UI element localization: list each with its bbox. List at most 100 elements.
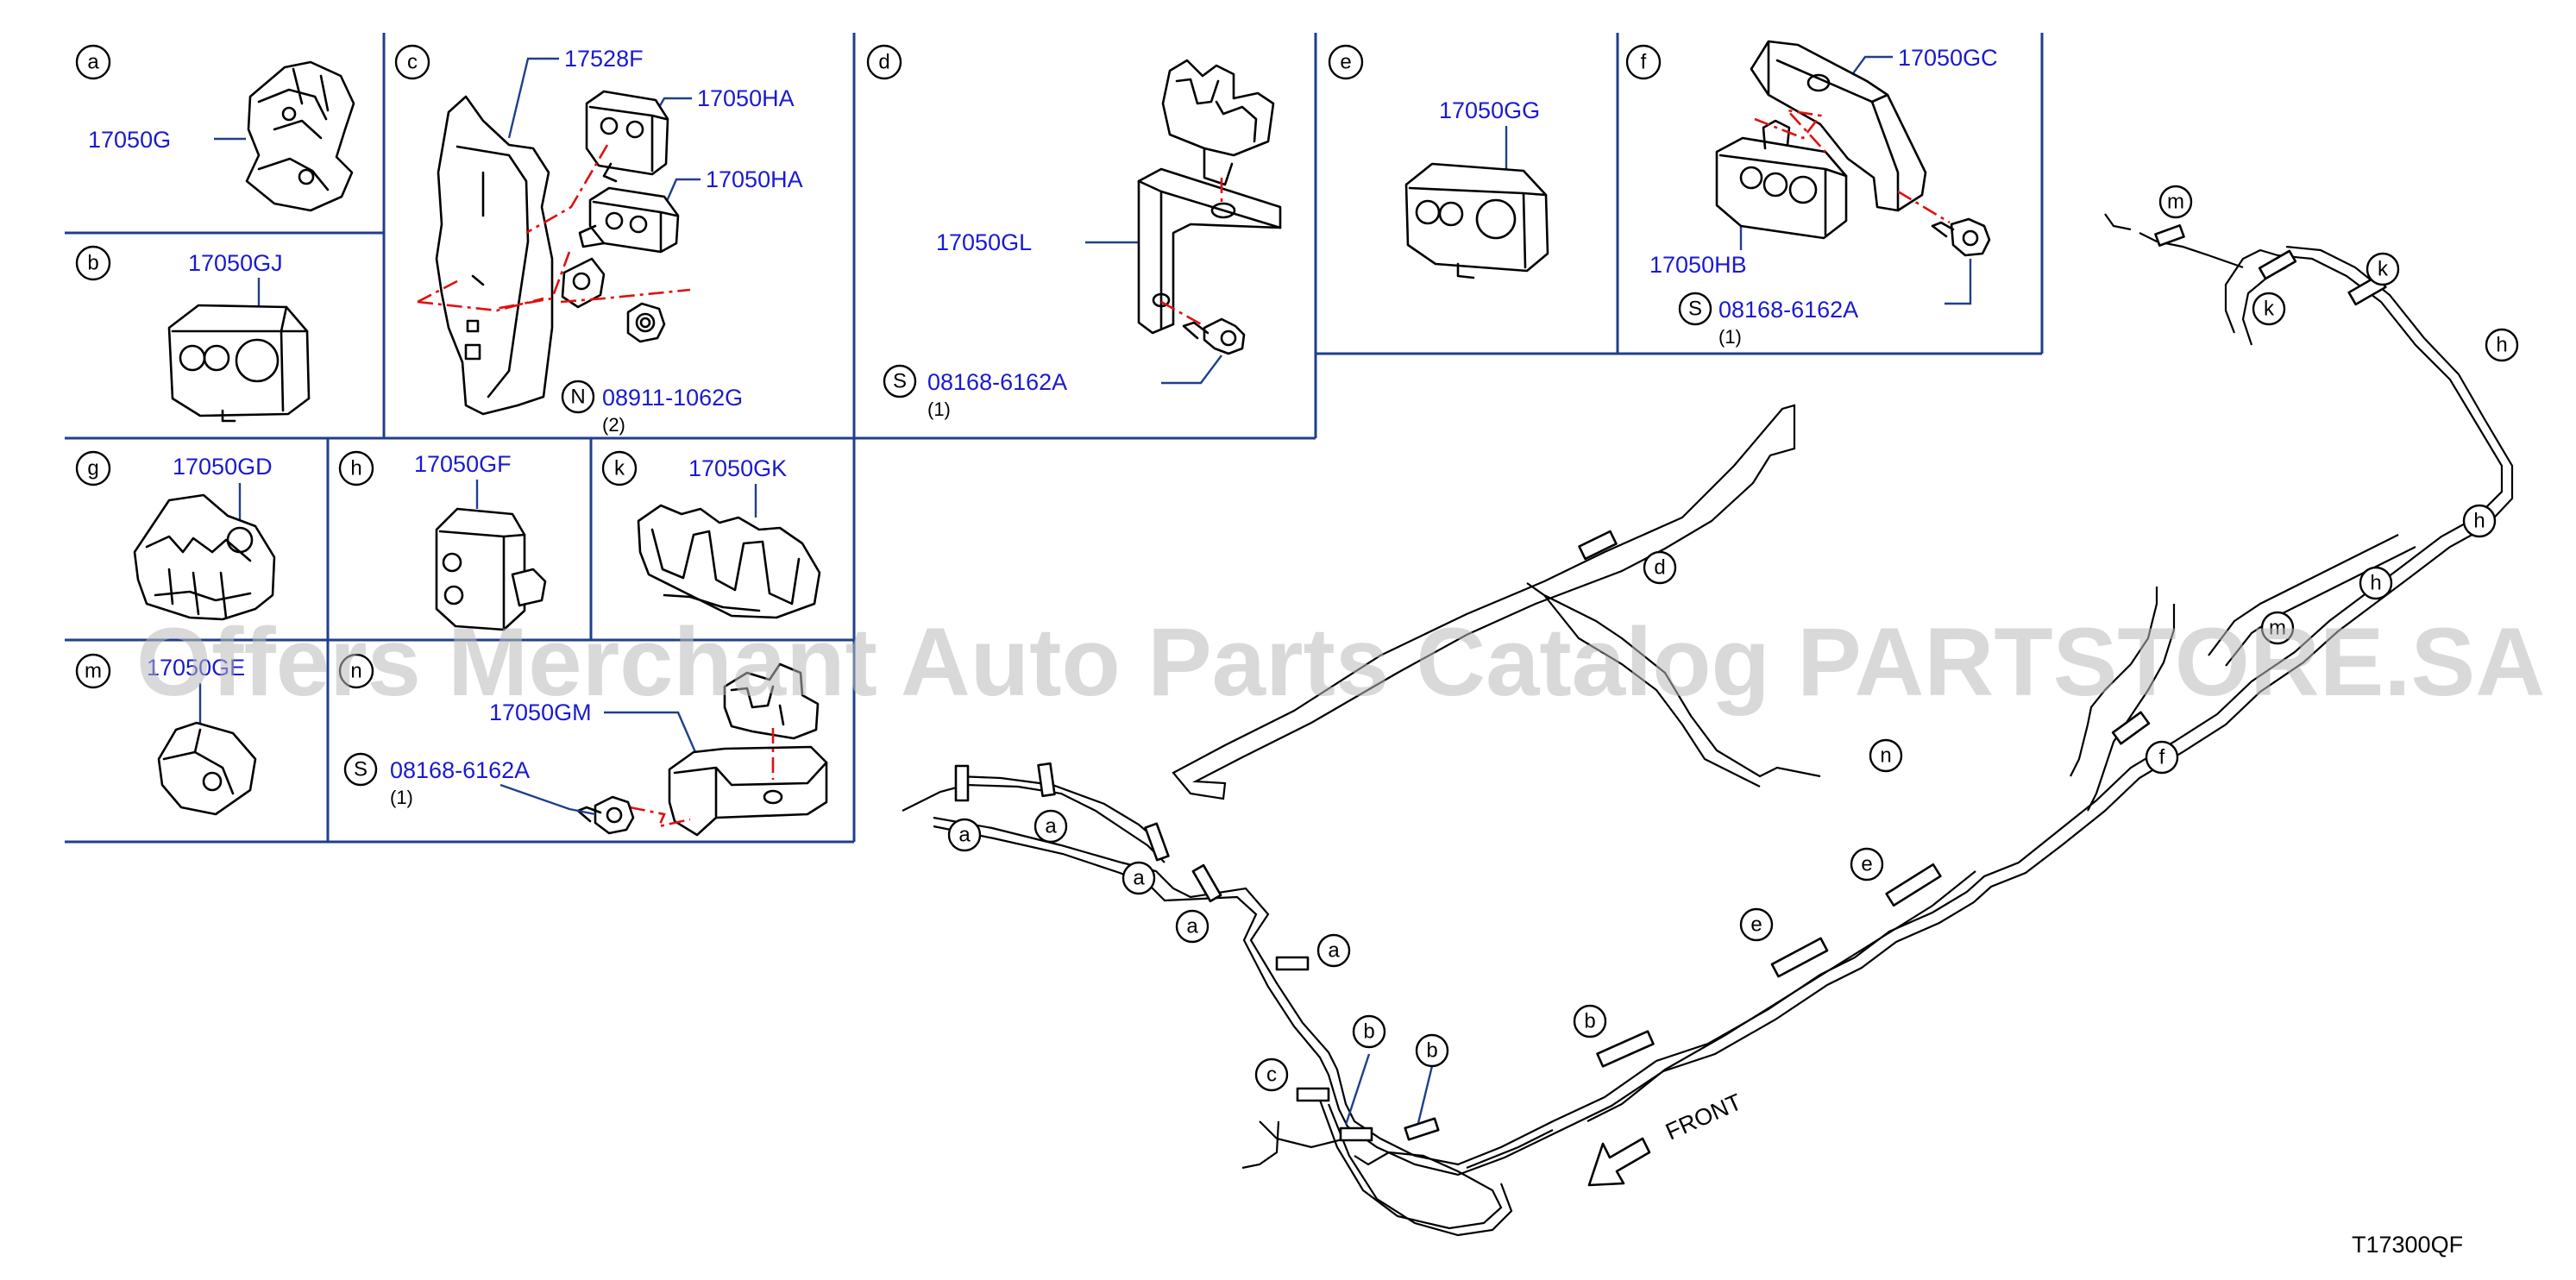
part-number-17050GJ: 17050GJ — [188, 250, 283, 276]
part-number-17050GD: 17050GD — [173, 454, 273, 480]
route-callout-a: a — [1316, 933, 1351, 968]
route-callout-h: h — [2359, 566, 2393, 600]
panel-label-h: h — [338, 450, 374, 486]
route-callout-b: b — [1415, 1033, 1449, 1068]
panel-n: 17050GM S 08168-6162A (1) — [343, 662, 828, 837]
route-callout-k: k — [2366, 252, 2400, 286]
svg-text:a: a — [958, 824, 971, 847]
route-callout-d: d — [1643, 550, 1677, 585]
panel-label-b: b — [75, 245, 111, 281]
panel-c: 17528F 17050HA 17050HA — [417, 46, 803, 436]
svg-text:n: n — [350, 660, 361, 683]
part-number-17050HB: 17050HB — [1649, 252, 1747, 278]
panel-b: 17050GJ — [167, 250, 311, 423]
route-callout-n: n — [1869, 738, 1903, 773]
svg-text:h: h — [350, 457, 361, 480]
clip-17050HB-drawing — [1715, 119, 1848, 240]
svg-text:m: m — [2167, 191, 2184, 214]
panel-grid — [65, 33, 2044, 844]
svg-text:b: b — [87, 252, 98, 275]
panel-e: 17050GG — [1404, 97, 1549, 279]
route-callout-e: e — [1739, 907, 1774, 942]
svg-text:S: S — [354, 758, 368, 781]
part-number-17050HA-1: 17050HA — [697, 85, 795, 111]
clip-17050G-drawing — [245, 60, 355, 212]
route-callout-b: b — [1573, 1004, 1607, 1038]
svg-text:k: k — [614, 457, 625, 480]
clip-17050HA-1-drawing — [585, 90, 669, 183]
svg-text:e: e — [1861, 853, 1872, 876]
bracket-17528F-drawing — [435, 95, 554, 416]
front-label: FRONT — [1662, 1089, 1745, 1145]
watermark: Offers Merchant Auto Parts Catalog PARTS… — [136, 608, 2545, 716]
clip-17050HA-2-drawing — [578, 186, 680, 254]
svg-text:g: g — [87, 457, 98, 480]
part-number-08168-6162A-n: 08168-6162A — [390, 757, 530, 783]
svg-text:b: b — [1363, 1020, 1374, 1044]
panel-k: 17050GK — [637, 455, 821, 619]
svg-text:h: h — [2473, 510, 2485, 533]
panel-label-g: g — [75, 450, 111, 486]
route-callout-e: e — [1850, 847, 1884, 882]
svg-text:d: d — [1654, 556, 1665, 580]
nut-08911-drawing — [626, 302, 666, 343]
panel-d: 17050GL S 08168-6162A (1) — [883, 59, 1282, 420]
clip-17050GJ-drawing — [167, 304, 311, 423]
svg-text:a: a — [1328, 939, 1340, 963]
svg-text:S: S — [893, 370, 907, 393]
bolt-08168-d-label: S 08168-6162A (1) — [883, 364, 1067, 420]
nut-08911-label: N 08911-1062G (2) — [561, 380, 743, 436]
part-number-17050GG: 17050GG — [1439, 97, 1540, 123]
part-number-17050GM: 17050GM — [489, 700, 592, 725]
quantity-08168-n: (1) — [390, 787, 413, 808]
svg-text:N: N — [570, 386, 585, 409]
clip-17050GF-drawing — [435, 507, 547, 631]
panel-label-e: e — [1328, 44, 1364, 80]
panel-label-n: n — [338, 653, 374, 689]
diagram-code: T17300QF — [2352, 1232, 2463, 1258]
bolt-08168-n-drawing — [576, 795, 635, 835]
part-number-17050GC: 17050GC — [1898, 45, 1998, 71]
svg-text:a: a — [1045, 815, 1057, 838]
svg-text:c: c — [407, 51, 418, 74]
part-number-17050GK: 17050GK — [688, 455, 787, 481]
route-callout-k: k — [2252, 292, 2286, 326]
route-callout-c: c — [1254, 1057, 1289, 1092]
bolt-08168-n-label: S 08168-6162A (1) — [343, 752, 530, 808]
panel-h: 17050GF — [414, 451, 547, 631]
panel-label-k: k — [601, 450, 638, 486]
quantity-08911: (2) — [602, 414, 625, 436]
panel-label-a: a — [75, 44, 111, 80]
panel-m: 17050GE — [147, 655, 257, 816]
panel-label-c: c — [394, 44, 430, 80]
route-callouts: a a a a a b b b c d e e f h h h k k m m … — [947, 185, 2519, 1092]
clip-17050GE-drawing — [157, 721, 257, 816]
panel-letters: a b c d e f g h k m n — [75, 44, 1662, 689]
part-number-08168-6162A-d: 08168-6162A — [927, 369, 1067, 395]
route-callout-m: m — [2260, 611, 2295, 645]
svg-text:a: a — [87, 51, 99, 74]
panel-f: 17050GC 17050HB S 08168-6162A — [1649, 40, 1998, 348]
svg-text:k: k — [2378, 258, 2389, 281]
route-callout-f: f — [2145, 740, 2179, 775]
panel-label-d: d — [866, 44, 902, 80]
part-number-17050GF: 17050GF — [414, 451, 512, 477]
svg-text:b: b — [1584, 1010, 1595, 1033]
route-callout-a: a — [947, 818, 982, 852]
svg-text:e: e — [1750, 913, 1762, 937]
svg-text:d: d — [878, 51, 889, 74]
bolt-08168-f-label: S 08168-6162A (1) — [1678, 292, 1858, 348]
part-number-17050G: 17050G — [88, 127, 171, 153]
part-number-08911-1062G: 08911-1062G — [602, 385, 743, 411]
clamp-17050GL-drawing — [1137, 59, 1282, 335]
route-callout-m: m — [2158, 185, 2193, 219]
svg-text:h: h — [2370, 572, 2381, 595]
clip-17050GD-drawing — [133, 493, 276, 621]
part-number-08168-6162A-f: 08168-6162A — [1718, 297, 1858, 323]
svg-text:f: f — [1641, 51, 1647, 74]
route-callout-a: a — [1034, 809, 1068, 844]
clip-17050GK-drawing — [637, 504, 821, 619]
svg-text:b: b — [1426, 1039, 1437, 1063]
callout-leaders — [1344, 1053, 1434, 1126]
